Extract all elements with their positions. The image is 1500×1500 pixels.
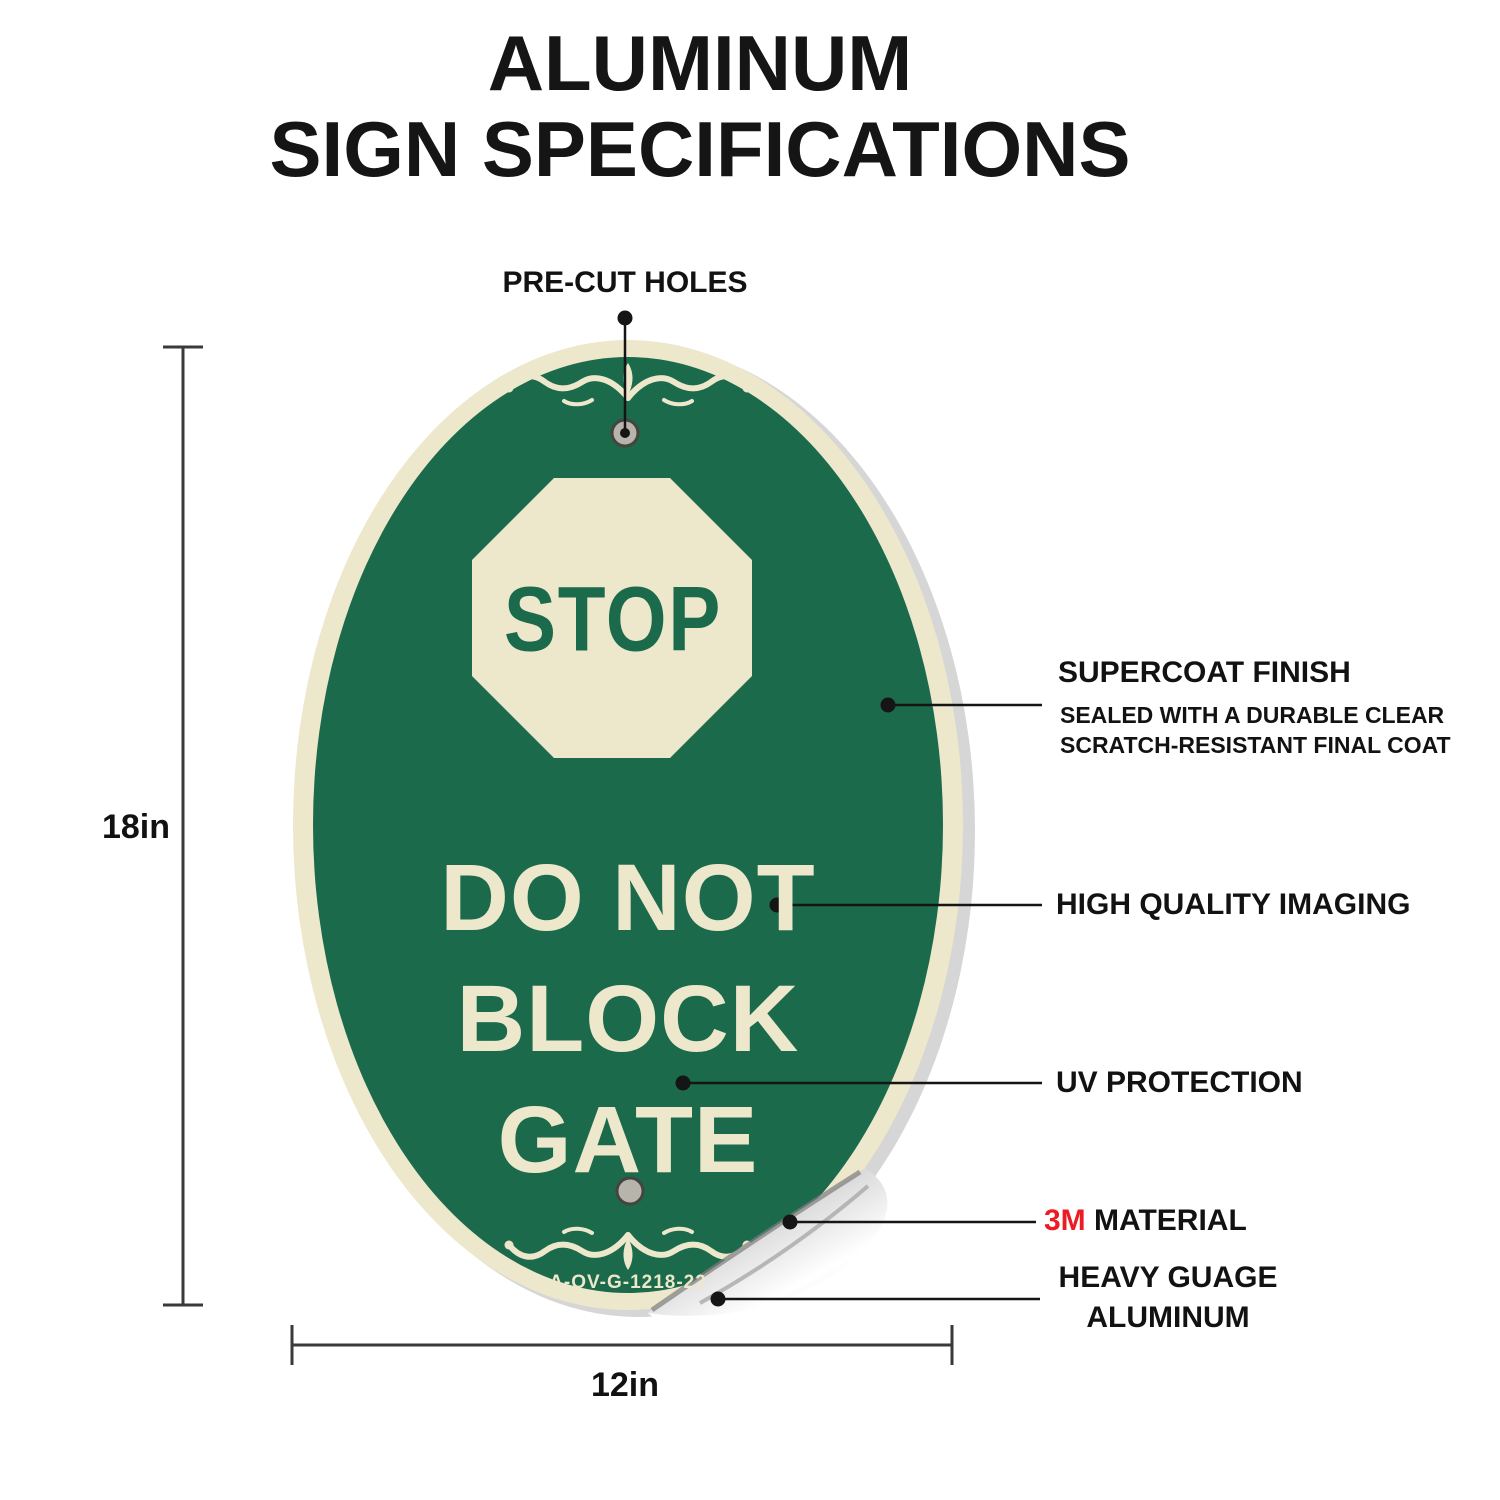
dot-high-quality-imaging (769, 897, 785, 913)
height-dimension-label: 18in (101, 808, 170, 846)
heavy-gauge-line2: ALUMINUM (1086, 1301, 1250, 1334)
dot-supercoat (880, 697, 896, 713)
supercoat-subtitle-line1: SEALED WITH A DURABLE CLEAR (1060, 702, 1445, 728)
page-curl-streak (699, 1184, 870, 1305)
height-dimension-line (163, 345, 203, 1307)
callout-uv-protection: UV PROTECTION (1056, 1066, 1303, 1099)
width-dimension-label: 12in (590, 1366, 660, 1404)
stop-octagon-label: STOP (503, 568, 723, 671)
dot-hole-center (620, 428, 630, 438)
callout-3m-material: 3M MATERIAL (1044, 1204, 1247, 1238)
dot-uv-protection (675, 1075, 691, 1091)
page-curl-fold-shade (650, 1169, 862, 1313)
dot-3m-material (782, 1214, 798, 1230)
3m-brand-text: 3M (1044, 1204, 1086, 1237)
pre-cut-hole-bottom (615, 1176, 645, 1206)
width-dimension-line (290, 1325, 954, 1365)
callout-heavy-gauge-aluminum: HEAVY GUAGE ALUMINUM (1048, 1258, 1288, 1338)
callout-pre-cut-holes: PRE-CUT HOLES (502, 266, 748, 299)
3m-material-text: MATERIAL (1094, 1204, 1247, 1237)
dot-heavy-gauge (710, 1291, 726, 1307)
callout-supercoat-finish-subtitle: SEALED WITH A DURABLE CLEAR SCRATCH-RESI… (1060, 700, 1451, 760)
page-title-line1: ALUMINUM (487, 19, 913, 107)
sign-model-number: A-OV-G-1218-22 (549, 1272, 707, 1293)
sign-message-line2: BLOCK (456, 966, 800, 1072)
sign-face-oval (313, 357, 943, 1293)
3m-material-spacer (1086, 1204, 1094, 1237)
sign-message-line1: DO NOT (440, 845, 816, 951)
dot-pre-cut-holes (617, 310, 633, 326)
callout-dots (617, 310, 896, 1307)
page-curl (648, 1168, 888, 1316)
callout-supercoat-finish: SUPERCOAT FINISH (1058, 656, 1351, 689)
sign-message: DO NOT BLOCK GATE (293, 838, 963, 1201)
page-title: ALUMINUM SIGN SPECIFICATIONS (5, 20, 1395, 192)
heavy-gauge-line1: HEAVY GUAGE (1058, 1261, 1278, 1294)
callout-leader-lines (623, 318, 1042, 1301)
callout-high-quality-imaging: HIGH QUALITY IMAGING (1056, 888, 1411, 921)
sign-message-line3: GATE (497, 1087, 759, 1193)
stop-octagon (472, 478, 752, 758)
supercoat-subtitle-line2: SCRATCH-RESISTANT FINAL COAT (1060, 732, 1451, 758)
page-title-line2: SIGN SPECIFICATIONS (269, 105, 1131, 193)
